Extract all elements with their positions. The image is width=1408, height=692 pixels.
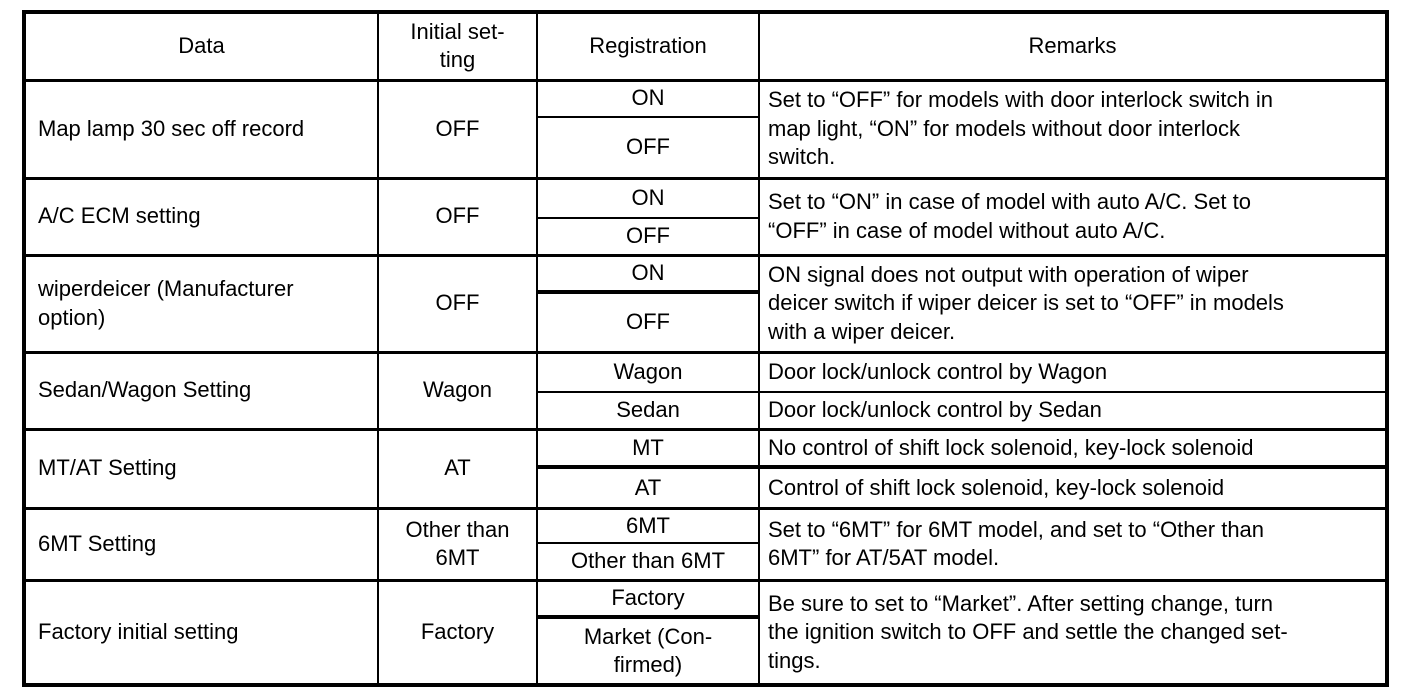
column-header-remarks: Remarks (758, 11, 1388, 82)
registration-cell: ON (536, 78, 760, 118)
header-row: Data Initial set- ting Registration Rema… (23, 11, 1388, 82)
table-subrow: OFF (24, 217, 1387, 256)
registration-cell: AT (536, 465, 760, 510)
table-row: Sedan/Wagon Setting Wagon Wagon Door loc… (23, 350, 1388, 431)
data-cell: Factory initial setting (23, 578, 379, 687)
initial-setting-cell: OFF (377, 253, 538, 353)
initial-setting-cell: OFF (377, 176, 538, 256)
column-header-initial-setting: Initial set- ting (377, 11, 538, 82)
remarks-cell: ON signal does not output with operation… (758, 253, 1388, 353)
registration-cell: Factory (536, 578, 760, 619)
registration-cell: ON (536, 253, 760, 293)
table-subrow: OFF (24, 290, 1387, 353)
data-cell: 6MT Setting (23, 506, 379, 582)
table-subrow: Sedan Door lock/unlock control by Sedan (24, 390, 1388, 431)
data-cell: wiperdeicer (Manufacturer option) (23, 253, 379, 353)
data-cell: A/C ECM setting (23, 176, 379, 256)
registration-cell: OFF (536, 290, 760, 353)
registration-cell: Sedan (536, 390, 760, 431)
table-row: wiperdeicer (Manufacturer option) OFF ON… (23, 253, 1388, 353)
table-row: MT/AT Setting AT MT No control of shift … (23, 427, 1388, 510)
column-header-data: Data (23, 11, 379, 82)
column-header-registration: Registration (536, 11, 760, 82)
registration-cell: ON (536, 176, 760, 219)
remarks-cell: No control of shift lock solenoid, key-l… (758, 427, 1388, 469)
initial-setting-cell: OFF (377, 78, 538, 179)
settings-table: Data Initial set- ting Registration Rema… (22, 10, 1389, 688)
table-row: Factory initial setting Factory Factory … (23, 578, 1388, 687)
table-subrow: Market (Con- firmed) (24, 615, 1387, 687)
registration-cell: Market (Con- firmed) (536, 615, 760, 687)
table-row: 6MT Setting Other than 6MT 6MT Set to “6… (23, 506, 1388, 582)
registration-cell: 6MT (536, 506, 760, 545)
table-subrow: OFF (24, 116, 1387, 179)
data-cell: Map lamp 30 sec off record (23, 78, 379, 179)
registration-cell: Wagon (536, 350, 760, 393)
registration-cell: Other than 6MT (536, 542, 760, 582)
registration-cell: MT (536, 427, 760, 469)
remarks-cell: Set to “6MT” for 6MT model, and set to “… (758, 506, 1388, 582)
remarks-cell: Door lock/unlock control by Wagon (758, 350, 1388, 393)
table-subrow: AT Control of shift lock solenoid, key-l… (24, 465, 1388, 510)
registration-cell: OFF (536, 217, 760, 256)
initial-setting-cell: AT (377, 427, 538, 510)
initial-setting-cell: Other than 6MT (377, 506, 538, 582)
registration-cell: OFF (536, 116, 760, 179)
remarks-cell: Set to “OFF” for models with door interl… (758, 78, 1388, 179)
table-subrow: Other than 6MT (24, 542, 1387, 582)
data-cell: Sedan/Wagon Setting (23, 350, 379, 431)
remarks-cell: Be sure to set to “Market”. After settin… (758, 578, 1388, 687)
initial-setting-cell: Wagon (377, 350, 538, 431)
table-row: Map lamp 30 sec off record OFF ON Set to… (23, 78, 1388, 179)
table-row: A/C ECM setting OFF ON Set to “ON” in ca… (23, 176, 1388, 256)
initial-setting-cell: Factory (377, 578, 538, 687)
data-cell: MT/AT Setting (23, 427, 379, 510)
remarks-cell: Control of shift lock solenoid, key-lock… (758, 465, 1388, 510)
remarks-cell: Door lock/unlock control by Sedan (758, 390, 1388, 431)
remarks-cell: Set to “ON” in case of model with auto A… (758, 176, 1388, 256)
